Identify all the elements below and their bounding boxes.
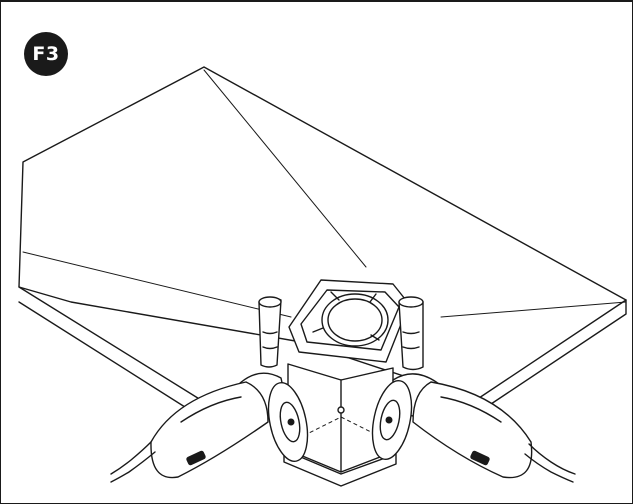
figure-badge: F3 [24,32,68,76]
left-angle-grinder [110,296,309,483]
right-angle-grinder [371,296,576,483]
shower-tray [18,66,627,415]
drain-assembly [283,279,410,487]
